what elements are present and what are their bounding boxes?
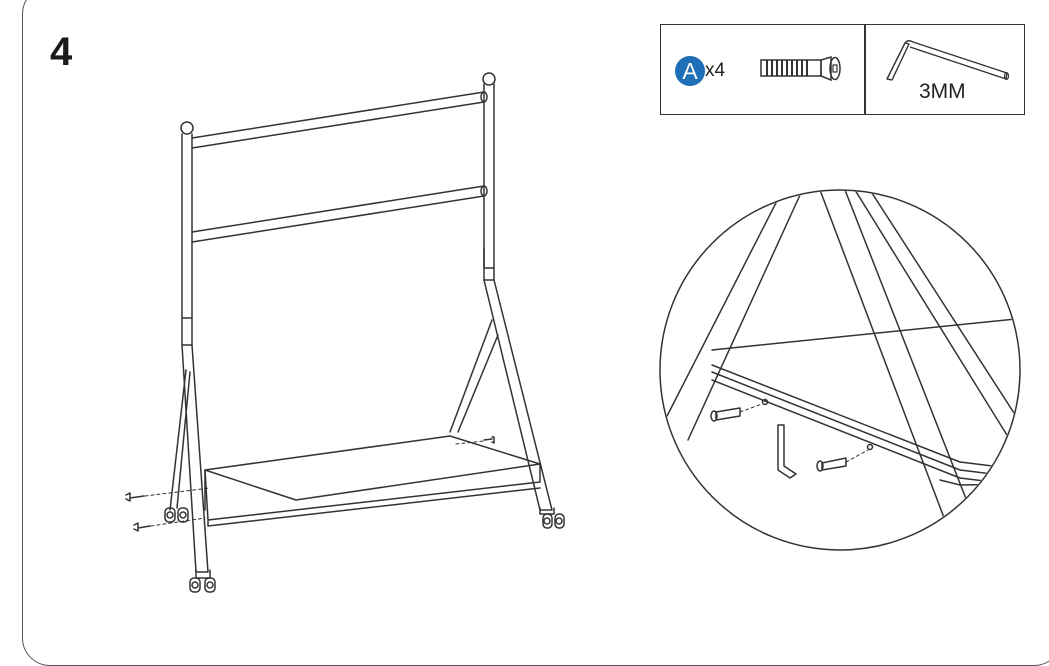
screw-guides [125,436,495,532]
top-rails [191,91,488,243]
hex-key-icon [886,40,1010,81]
shelf [204,435,541,527]
left-post [169,121,209,573]
tool-size-label: 3MM [919,80,966,103]
step-number: 4 [50,30,73,74]
parts-divider [864,25,866,114]
caster-front-left [189,569,216,593]
parts-box: A x4 3MM [660,24,1025,115]
part-quantity: x4 [705,60,726,81]
right-post [449,72,553,511]
part-badge: A [675,56,705,86]
caster-back-left [164,507,189,523]
screw-icon [760,55,841,82]
caster-right [539,507,565,529]
detail-view [659,189,1021,551]
